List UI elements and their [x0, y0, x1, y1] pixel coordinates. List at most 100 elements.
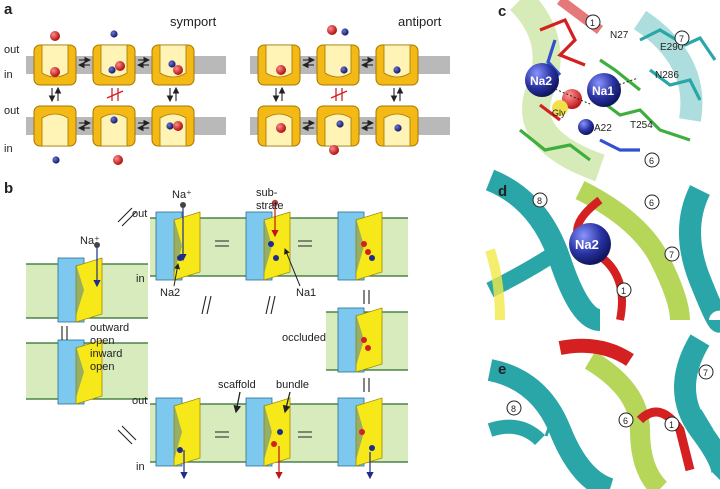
outward-open-line2: open: [90, 335, 114, 347]
sodium-dot: [277, 429, 283, 435]
helix-marker-7-e: 7: [698, 364, 714, 380]
sodium-dot: [369, 445, 375, 451]
ion-red: [173, 65, 183, 75]
transporter-symport-top-1: [92, 44, 136, 86]
helix-marker-7-d: 7: [664, 246, 680, 262]
na2-sphere-c: [525, 63, 559, 97]
svg-text:7: 7: [669, 250, 674, 260]
na-ion-dot-left: [94, 242, 100, 248]
panel-e-label: e: [498, 361, 506, 378]
svg-text:8: 8: [537, 196, 542, 206]
svg-text:8: 8: [511, 404, 516, 414]
b-out-label-bottom: out: [132, 395, 147, 407]
substrate-label-line2: strate: [256, 200, 284, 212]
state-release-1: [155, 397, 201, 467]
state-na-bound-1: [155, 211, 201, 281]
panel-b-label: b: [4, 180, 13, 197]
ion-red: [115, 61, 125, 71]
svg-text:7: 7: [703, 368, 708, 378]
transporter-group: [33, 25, 419, 165]
panel-a: a symport antiport out in out in: [4, 1, 450, 165]
na-plus-label-left: Na⁺: [80, 235, 100, 247]
residue-n27: N27: [610, 30, 629, 41]
na-ion-dot: [180, 202, 186, 208]
helix-marker-6-c: 6: [644, 152, 660, 168]
transporter-states: [57, 199, 383, 480]
symport-title: symport: [170, 14, 217, 29]
ion-blue: [168, 60, 176, 68]
svg-text:1: 1: [621, 286, 626, 296]
inward-open-line2: open: [90, 361, 114, 373]
nitrogen-atom: [578, 119, 594, 135]
ion-blue: [110, 30, 118, 38]
panel-c: c Na2 Na1 N27 E290 N286 T254 A22 Gly 1 7…: [490, 0, 720, 182]
substrate-ion-dot: [271, 199, 279, 207]
transporter-antiport-top-0: [257, 44, 301, 86]
state-outward-open-left: [57, 257, 103, 323]
gly-atom: [552, 100, 568, 116]
b-in-label-bottom: in: [136, 461, 145, 473]
ion-red: [276, 123, 286, 133]
residue-t254: T254: [630, 120, 653, 131]
ion-red: [50, 31, 60, 41]
stick-residues: [519, 17, 717, 162]
svg-text:6: 6: [623, 416, 628, 426]
svg-text:1: 1: [669, 420, 674, 430]
panel-d: d Na2 8 6 7 1: [485, 169, 720, 333]
substrate-dot: [365, 249, 371, 255]
substrate-dot: [271, 441, 277, 447]
inward-open-line1: inward: [90, 348, 122, 360]
ion-red: [50, 67, 60, 77]
panel-b: b out in out in Na⁺ Na⁺ sub- strate Na2 …: [4, 180, 408, 480]
panel-e: e 8 6 7 1: [487, 334, 720, 489]
b-out-label-top: out: [132, 208, 147, 220]
na1-label-b: Na1: [296, 287, 316, 299]
transporter-symport-bottom-0: [33, 105, 77, 147]
antiport-title: antiport: [398, 14, 442, 29]
ion-blue: [394, 124, 402, 132]
ion-blue: [340, 66, 348, 74]
substrate-dot: [361, 241, 367, 247]
state-release-2: [245, 397, 291, 467]
helix-marker-6-e: 6: [618, 412, 634, 428]
ion-blue: [166, 122, 174, 130]
ion-blue: [110, 116, 118, 124]
na2-label-c: Na2: [530, 74, 552, 88]
na2-label-b: Na2: [160, 287, 180, 299]
sodium-dot: [369, 255, 375, 261]
ion-red: [276, 65, 286, 75]
state-occluded: [337, 307, 383, 373]
occluded-label: occluded: [282, 332, 326, 344]
state-release-3: [337, 397, 383, 467]
ion-red: [329, 145, 339, 155]
ion-red: [327, 25, 337, 35]
helix-marker-1-e: 1: [664, 416, 680, 432]
residue-gly: Gly: [552, 108, 566, 118]
ion-blue: [108, 66, 116, 74]
residue-e290: E290: [660, 42, 684, 53]
ion-red: [113, 155, 123, 165]
ion-red: [173, 121, 183, 131]
ion-blue: [393, 66, 401, 74]
panel-a-label: a: [4, 1, 13, 18]
panel-c-label: c: [498, 3, 506, 20]
residue-n286: N286: [655, 70, 679, 81]
a-in-label-top: in: [4, 69, 13, 81]
a-in-label-bottom: in: [4, 143, 13, 155]
sodium-dot: [177, 255, 183, 261]
sodium-dot: [268, 241, 274, 247]
helix-marker-7-c: 7: [674, 30, 690, 46]
residue-a22: A22: [594, 123, 612, 134]
ion-blue: [336, 120, 344, 128]
state-substrate-bound: [337, 211, 383, 281]
panel-d-label: d: [498, 183, 507, 200]
state-inward-open-left: [57, 339, 103, 405]
substrate-dot: [361, 337, 367, 343]
helix-marker-8-e: 8: [506, 400, 522, 416]
helix-marker-1-d: 1: [616, 282, 632, 298]
svg-text:6: 6: [649, 156, 654, 166]
sodium-dot: [177, 447, 183, 453]
helix-marker-6-d: 6: [644, 194, 660, 210]
scaffold-label: scaffold: [218, 379, 256, 391]
